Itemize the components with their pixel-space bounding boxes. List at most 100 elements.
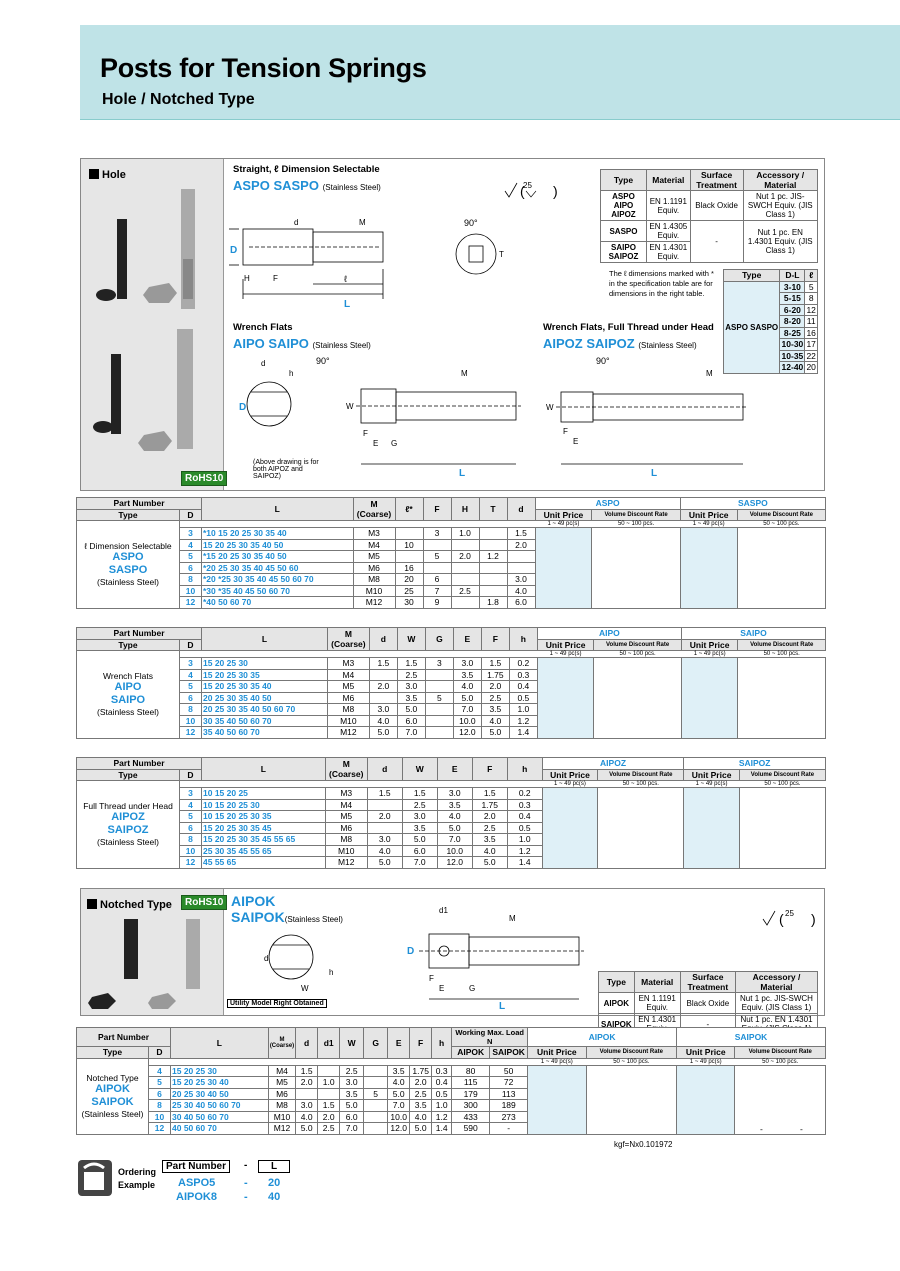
table-cell: M6: [326, 691, 370, 704]
table-cell: 20 25 30 40 50: [170, 1087, 269, 1100]
table-cell: Nut 1 pc. EN 1.4301 Equiv. (JIS Class 1): [742, 220, 819, 263]
table-cell: [325, 781, 367, 788]
table-cell: [478, 538, 508, 551]
table-cell: 5.0: [295, 1122, 319, 1135]
table-cell: 10-35: [779, 349, 806, 362]
table-cell: [366, 821, 403, 834]
table-cell: [364, 1058, 388, 1065]
svg-text:T: T: [499, 250, 504, 259]
table-cell: SAIPO: [680, 627, 827, 640]
table-cell: 15 20 25 30 35 45: [201, 821, 326, 834]
table-cell: [368, 668, 398, 681]
table-cell: 1.2: [431, 1110, 453, 1123]
table-cell: W: [339, 1027, 365, 1059]
table-cell: 25: [394, 584, 424, 597]
table-cell: Material: [633, 971, 681, 993]
table-cell: Volume Discount Rate: [597, 768, 685, 781]
table-cell: 1.0: [317, 1076, 341, 1089]
table-cell: 3: [179, 787, 202, 800]
table-cell: 12: [148, 1122, 171, 1135]
table-cell: [453, 651, 481, 658]
table-cell: EN 1.4301 Equiv.: [645, 241, 691, 263]
table-cell: 3.0: [366, 833, 403, 846]
table-cell: 10 15 20 25 30 35: [201, 810, 326, 823]
table-cell: 10.0: [452, 714, 482, 727]
table-cell: Unit Price: [536, 638, 595, 651]
table-cell: 3.5: [480, 703, 510, 716]
table-cell: M10: [352, 584, 396, 597]
table-cell: -: [689, 220, 744, 263]
svg-text:F: F: [273, 274, 278, 283]
table-cell: [369, 651, 397, 658]
table-cell: [402, 781, 437, 788]
table-cell: 22: [804, 349, 818, 362]
table-cell: F: [471, 757, 508, 781]
wrench-title: AIPO SAIPO (Stainless Steel): [233, 336, 371, 351]
table-cell: 5: [804, 280, 818, 293]
table-cell: 1.8: [478, 596, 508, 609]
table-cell: 5.0: [436, 821, 473, 834]
table-cell: *10 15 20 25 30 35 40: [201, 527, 354, 540]
table-cell: M12: [326, 726, 370, 739]
table-cell: d: [506, 497, 536, 521]
svg-text:E: E: [439, 984, 444, 993]
table-cell: 0.3: [506, 798, 543, 811]
table-cell: Volume Discount Rate: [737, 638, 826, 651]
table-cell: Accessory / Material: [742, 169, 819, 191]
table-cell: [593, 657, 682, 739]
table-cell: Volume Discount Rate: [593, 638, 682, 651]
table-cell: *20 25 30 35 40 45 50 60: [201, 561, 354, 574]
table-cell: M4: [352, 538, 396, 551]
table-cell: 30 35 40 50 60 70: [201, 714, 328, 727]
table-cell: D: [179, 638, 202, 651]
table-cell: 15 20 25 30: [170, 1064, 269, 1077]
table-cell: [394, 550, 424, 563]
table-cell: Accessory / Material: [734, 971, 819, 993]
ordering-example-2-pn: AIPOK8: [176, 1191, 217, 1203]
full-caption: Wrench Flats, Full Thread under Head: [543, 322, 714, 333]
table-cell: 300: [451, 1099, 491, 1112]
svg-text:L: L: [651, 468, 657, 479]
table-cell: [424, 680, 454, 693]
table-cell: AIPOK: [451, 1046, 491, 1059]
table-cell: [394, 527, 424, 540]
table-cell: [452, 1058, 490, 1065]
table-cell: 50 ~ 100 pcs.: [613, 1058, 650, 1065]
table-cell: 4.0: [368, 714, 398, 727]
table-cell: [734, 1064, 826, 1135]
table-cell: 4: [179, 668, 202, 681]
table-cell: [737, 657, 826, 739]
svg-text:L: L: [499, 1001, 505, 1009]
table-cell: 115: [451, 1076, 491, 1089]
table-cell: [363, 1099, 389, 1112]
table-cell: 20 25 30 35 40 50 60 70: [201, 703, 328, 716]
table-cell: d1: [317, 1027, 341, 1059]
table-cell: [450, 573, 480, 586]
table-cell: M8: [324, 833, 368, 846]
table-cell: 3: [424, 657, 454, 670]
table-cell: M (Coarse): [326, 627, 370, 651]
table-cell: 3: [422, 527, 452, 540]
table-cell: 9: [422, 596, 452, 609]
svg-text:G: G: [391, 439, 397, 448]
table-cell: Surface Treatment: [689, 169, 744, 191]
table-cell: Type: [76, 768, 180, 781]
table-cell: 50 ~ 100 pcs.: [617, 521, 655, 527]
table-cell: M4: [324, 798, 368, 811]
table-cell: *20 *25 30 35 40 45 50 60 70: [201, 573, 354, 586]
notched-label: Notched Type: [100, 899, 172, 911]
table-cell: 1.2: [506, 844, 543, 857]
table-cell: L: [170, 1027, 269, 1059]
table-cell: 1.5: [368, 657, 398, 670]
table-cell: [363, 1064, 389, 1077]
table-cell: 3.5: [452, 668, 482, 681]
table-cell: 8: [179, 833, 202, 846]
table-cell: 20: [804, 361, 818, 374]
table-cell: 50 ~ 100 pcs.: [764, 781, 801, 787]
table-cell: [541, 787, 599, 869]
